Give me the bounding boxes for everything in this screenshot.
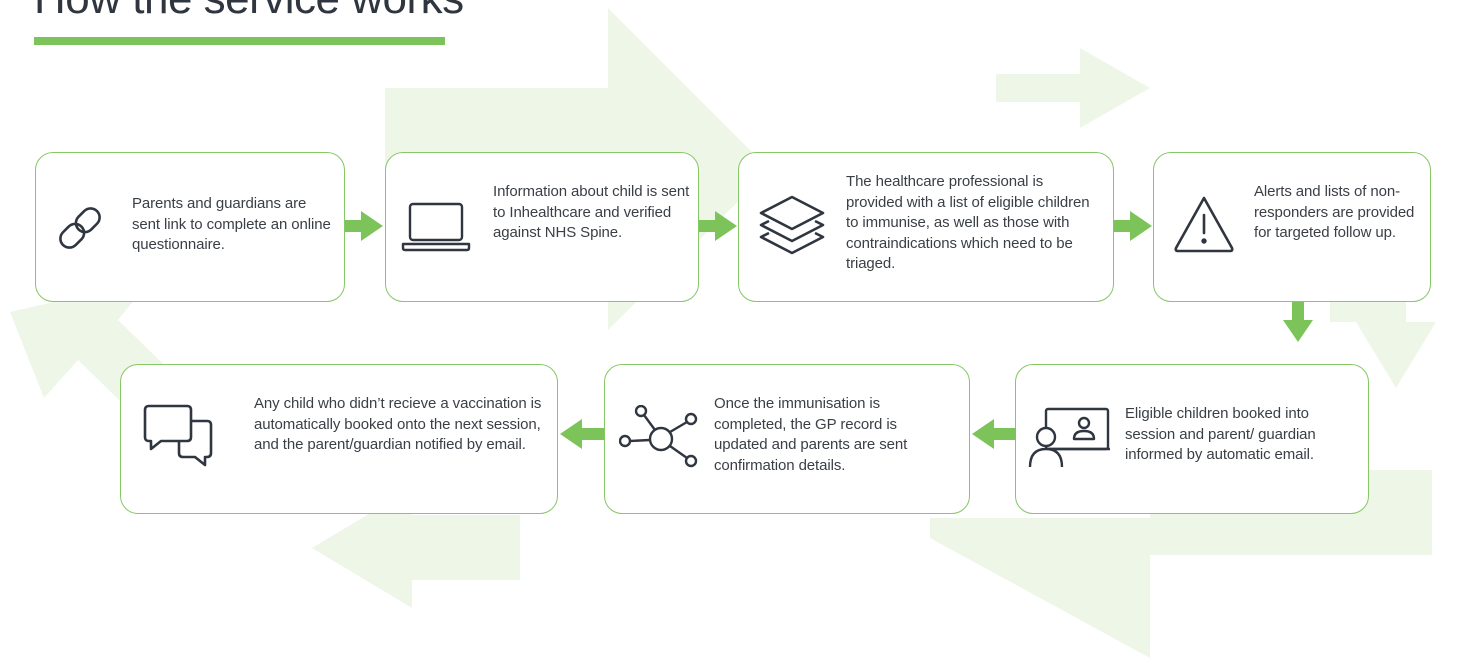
bg-arrow-top-right bbox=[996, 48, 1150, 128]
step-card-5: Eligible children booked into session an… bbox=[1015, 364, 1369, 514]
arrow-left-icon bbox=[558, 417, 604, 451]
page-title: How the service works bbox=[34, 0, 464, 24]
step-7-text: Any child who didn’t recieve a vaccinati… bbox=[254, 395, 542, 453]
bg-arrow-bottom-left bbox=[312, 488, 520, 608]
step-card-1: Parents and guardians are sent link to c… bbox=[35, 152, 345, 302]
warning-icon bbox=[1172, 193, 1236, 255]
step-card-6: Once the immunisation is completed, the … bbox=[604, 364, 970, 514]
arrow-left-icon bbox=[970, 417, 1016, 451]
arrow-right-icon bbox=[1114, 209, 1154, 243]
arrow-down-icon bbox=[1281, 302, 1315, 342]
step-card-7: Any child who didn’t recieve a vaccinati… bbox=[120, 364, 558, 514]
link-icon bbox=[54, 205, 106, 251]
step-3-text: The healthcare professional is provided … bbox=[846, 173, 1090, 272]
layers-icon bbox=[757, 193, 827, 259]
step-card-3: The healthcare professional is provided … bbox=[738, 152, 1114, 302]
arrow-right-icon bbox=[345, 209, 385, 243]
step-2-text: Information about child is sent to Inhea… bbox=[493, 183, 690, 241]
step-1-text: Parents and guardians are sent link to c… bbox=[132, 195, 331, 253]
step-5-text: Eligible children booked into session an… bbox=[1125, 405, 1316, 463]
step-6-text: Once the immunisation is completed, the … bbox=[714, 395, 908, 474]
step-card-4: Alerts and lists of non-responders are p… bbox=[1153, 152, 1431, 302]
network-icon bbox=[619, 405, 701, 471]
step-card-2: Information about child is sent to Inhea… bbox=[385, 152, 699, 302]
bg-arrow-bottom-right bbox=[930, 470, 1432, 658]
laptop-icon bbox=[400, 201, 472, 253]
video-call-icon bbox=[1024, 405, 1114, 471]
step-4-text: Alerts and lists of non-responders are p… bbox=[1254, 183, 1415, 241]
title-underline bbox=[34, 37, 445, 45]
arrow-right-icon bbox=[699, 209, 739, 243]
bg-arrow-right-down bbox=[1330, 300, 1436, 388]
chat-bubbles-icon bbox=[143, 403, 215, 469]
